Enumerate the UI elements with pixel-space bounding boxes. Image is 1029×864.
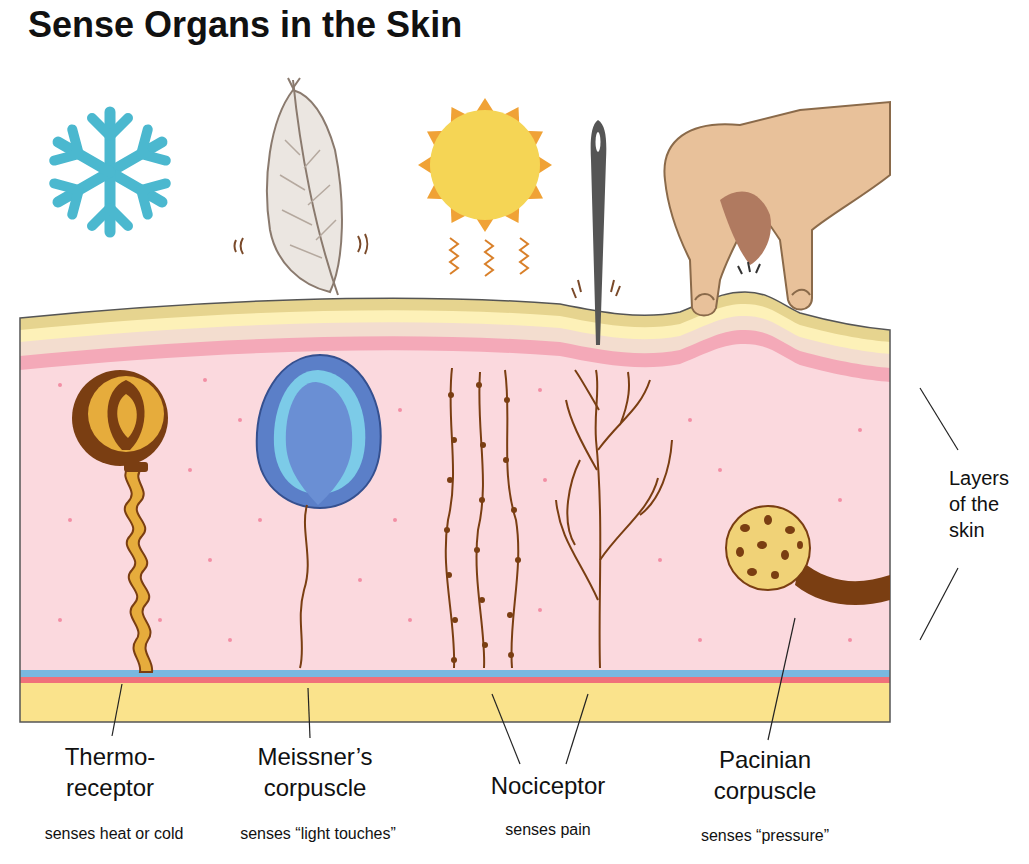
- dermis-dots: [58, 378, 862, 642]
- region-label: Layers of the skin: [949, 465, 1025, 543]
- hand-icon: [664, 102, 890, 316]
- meissner-drawing: [257, 355, 381, 668]
- pacinian-drawing: [726, 506, 890, 605]
- skin-layers: [20, 292, 890, 722]
- leader-lines: [112, 388, 958, 764]
- part-name: Meissner’s corpuscle: [240, 741, 390, 803]
- sun-icon: [418, 98, 552, 276]
- needle-icon: [572, 120, 620, 345]
- part-name: Nociceptor: [453, 770, 643, 801]
- nociceptor-dots: [444, 382, 521, 663]
- part-name: Thermo- receptor: [51, 741, 169, 803]
- nociceptor-drawing: [446, 368, 672, 668]
- part-function: senses heat or cold: [4, 824, 224, 845]
- snowflake-icon: [49, 112, 171, 232]
- part-function: senses “pressure”: [655, 826, 875, 847]
- thermoreceptor-drawing: [72, 370, 168, 672]
- part-function: senses pain: [458, 820, 638, 841]
- feather-icon: [235, 78, 368, 295]
- diagram-title: Sense Organs in the Skin: [28, 2, 728, 49]
- part-name: Pacinian corpuscle: [685, 744, 845, 806]
- part-function: senses “light touches”: [203, 824, 433, 845]
